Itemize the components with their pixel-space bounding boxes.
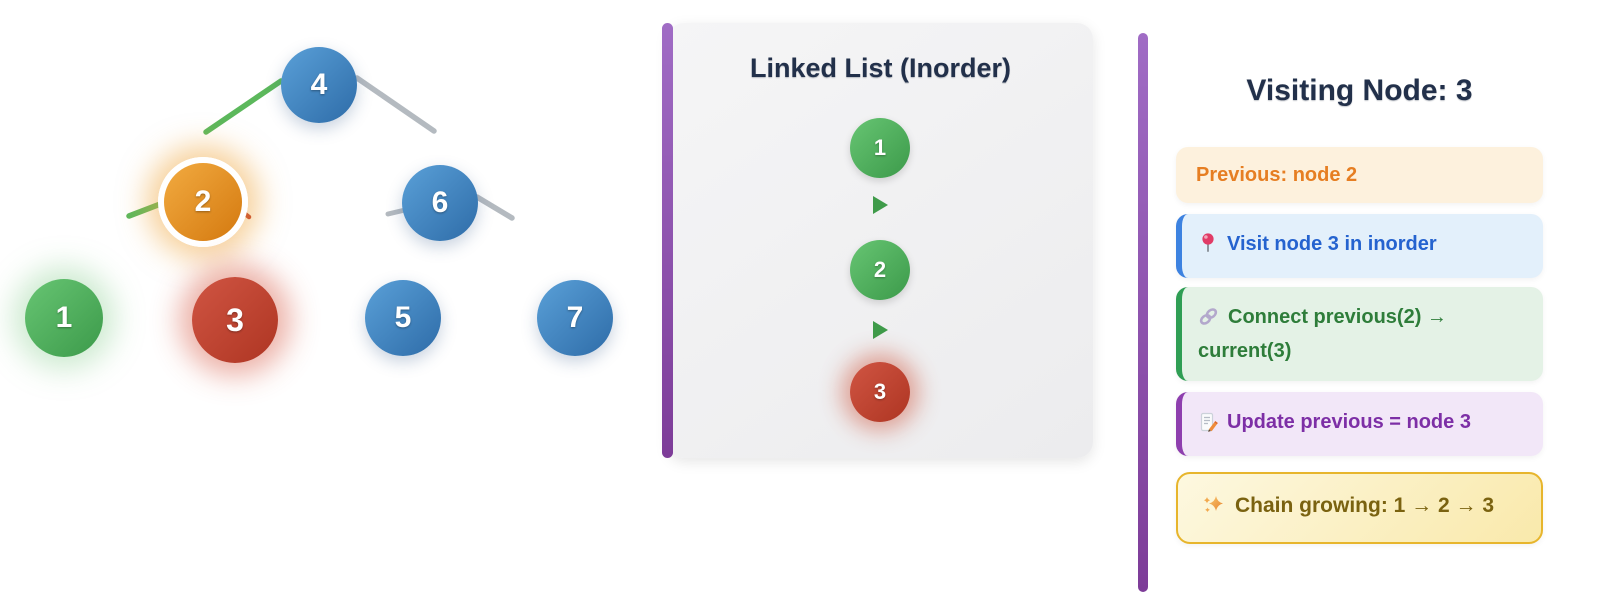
tree-node-5[interactable]: 5 — [365, 280, 441, 356]
memo-icon — [1198, 411, 1218, 441]
tree-node-label: 5 — [394, 301, 412, 334]
tree-node-1[interactable]: 1 — [25, 279, 103, 357]
tree-node-label: 2 — [194, 185, 212, 218]
card-update: Update previous = node 3 — [1176, 392, 1543, 456]
tree-node-label: 1 — [55, 301, 73, 334]
list-node-label: 1 — [873, 135, 887, 160]
pin-icon — [1198, 232, 1218, 263]
tree-node-label: 4 — [310, 68, 328, 101]
card-update-text: Update previous = node 3 — [1227, 411, 1471, 433]
tree-node-label: 6 — [431, 186, 449, 219]
list-node-1: 1 — [850, 118, 910, 178]
edge-4-2 — [203, 78, 284, 135]
list-node-3: 3 — [850, 362, 910, 422]
next-arrow-icon — [873, 321, 888, 339]
status-panel: Visiting Node: 3 Previous: node 2 Visit … — [1176, 0, 1543, 598]
edge-2-1 — [126, 200, 166, 219]
card-previous: Previous: node 2 — [1176, 147, 1543, 203]
card-chain: Chain growing: 1 → 2 → 3 — [1176, 472, 1543, 544]
card-visit: Visit node 3 in inorder — [1176, 214, 1543, 278]
linked-list-panel: Linked List (Inorder) 1 2 3 — [668, 23, 1093, 458]
status-accent-bar — [1138, 33, 1148, 592]
edge-4-6 — [354, 75, 437, 134]
tree-edges-svg — [126, 75, 515, 221]
status-title: Visiting Node: 3 — [1246, 74, 1473, 107]
tree-node-4[interactable]: 4 — [281, 47, 357, 123]
linked-list-accent-bar — [662, 23, 673, 458]
tree-node-3[interactable]: 3 — [192, 277, 278, 363]
edge-6-7 — [474, 194, 515, 221]
card-visit-text: Visit node 3 in inorder — [1227, 233, 1437, 255]
card-connect: Connect previous(2) → current(3) — [1176, 287, 1543, 381]
next-arrow-icon — [873, 196, 888, 214]
tree-node-7[interactable]: 7 — [537, 280, 613, 356]
linked-list-title: Linked List (Inorder) — [749, 53, 1011, 83]
sparkles-icon — [1202, 494, 1226, 525]
binary-tree-canvas: 4 2 6 1 3 5 7 — [0, 0, 660, 598]
card-connect-text: Connect previous(2) → current(3) — [1198, 306, 1447, 362]
card-previous-text: Previous: node 2 — [1196, 164, 1358, 186]
tree-node-6[interactable]: 6 — [402, 165, 478, 241]
list-node-label: 3 — [873, 379, 887, 404]
list-node-label: 2 — [873, 257, 887, 282]
list-node-2: 2 — [850, 240, 910, 300]
card-chain-text: Chain growing: 1 → 2 → 3 — [1235, 494, 1495, 517]
tree-node-label: 7 — [566, 301, 584, 334]
tree-node-2[interactable]: 2 — [158, 157, 248, 247]
link-icon — [1198, 306, 1219, 336]
tree-node-label: 3 — [226, 301, 244, 338]
